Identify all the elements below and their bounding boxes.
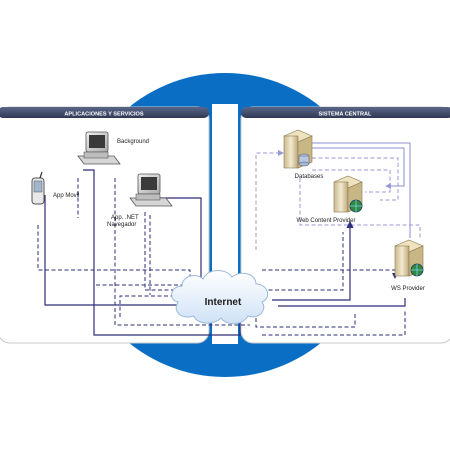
cloud-shape: [171, 270, 269, 325]
label-background: Background: [117, 139, 149, 145]
left-panel-title: APLICACIONES Y SERVICIOS: [64, 112, 144, 118]
line-db-ws: [299, 178, 421, 240]
label-app-net: App. .NET: [111, 215, 139, 221]
left-panel-header: [0, 107, 209, 118]
label-databases: Databases: [295, 174, 324, 180]
left-panel: APLICACIONES Y SERVICIOS: [0, 106, 210, 344]
computer-background-icon: [77, 131, 121, 165]
line-db-web: [312, 157, 399, 201]
web-server-icon: [333, 175, 363, 213]
mobile-device-icon: [31, 171, 45, 205]
line-background-dashed: [77, 178, 250, 326]
line-movil-solid: [44, 195, 185, 306]
line-db-loop-right-solid: [312, 142, 411, 238]
internet-label: Internet: [205, 297, 242, 308]
right-panel-header: [241, 107, 450, 118]
line-background-solid: [83, 169, 241, 336]
label-ws-provider: WS Provider: [391, 286, 425, 292]
label-web-content-provider: Web Content Provider: [297, 218, 356, 224]
database-server-icon: [283, 129, 313, 169]
label-navegador: Navegador: [107, 222, 136, 228]
line-internet-web: [272, 220, 354, 301]
computer-net-icon: [129, 173, 173, 207]
line-net-solid: [160, 197, 202, 285]
line-movil-dashed: [37, 225, 191, 290]
ws-server-icon: [394, 239, 424, 277]
line-ws-solid: [278, 298, 406, 307]
right-panel-title: SISTEMA CENTRAL: [319, 112, 373, 118]
internet-cloud: Internet: [171, 270, 269, 325]
label-app-movil: App Movil: [53, 193, 79, 199]
